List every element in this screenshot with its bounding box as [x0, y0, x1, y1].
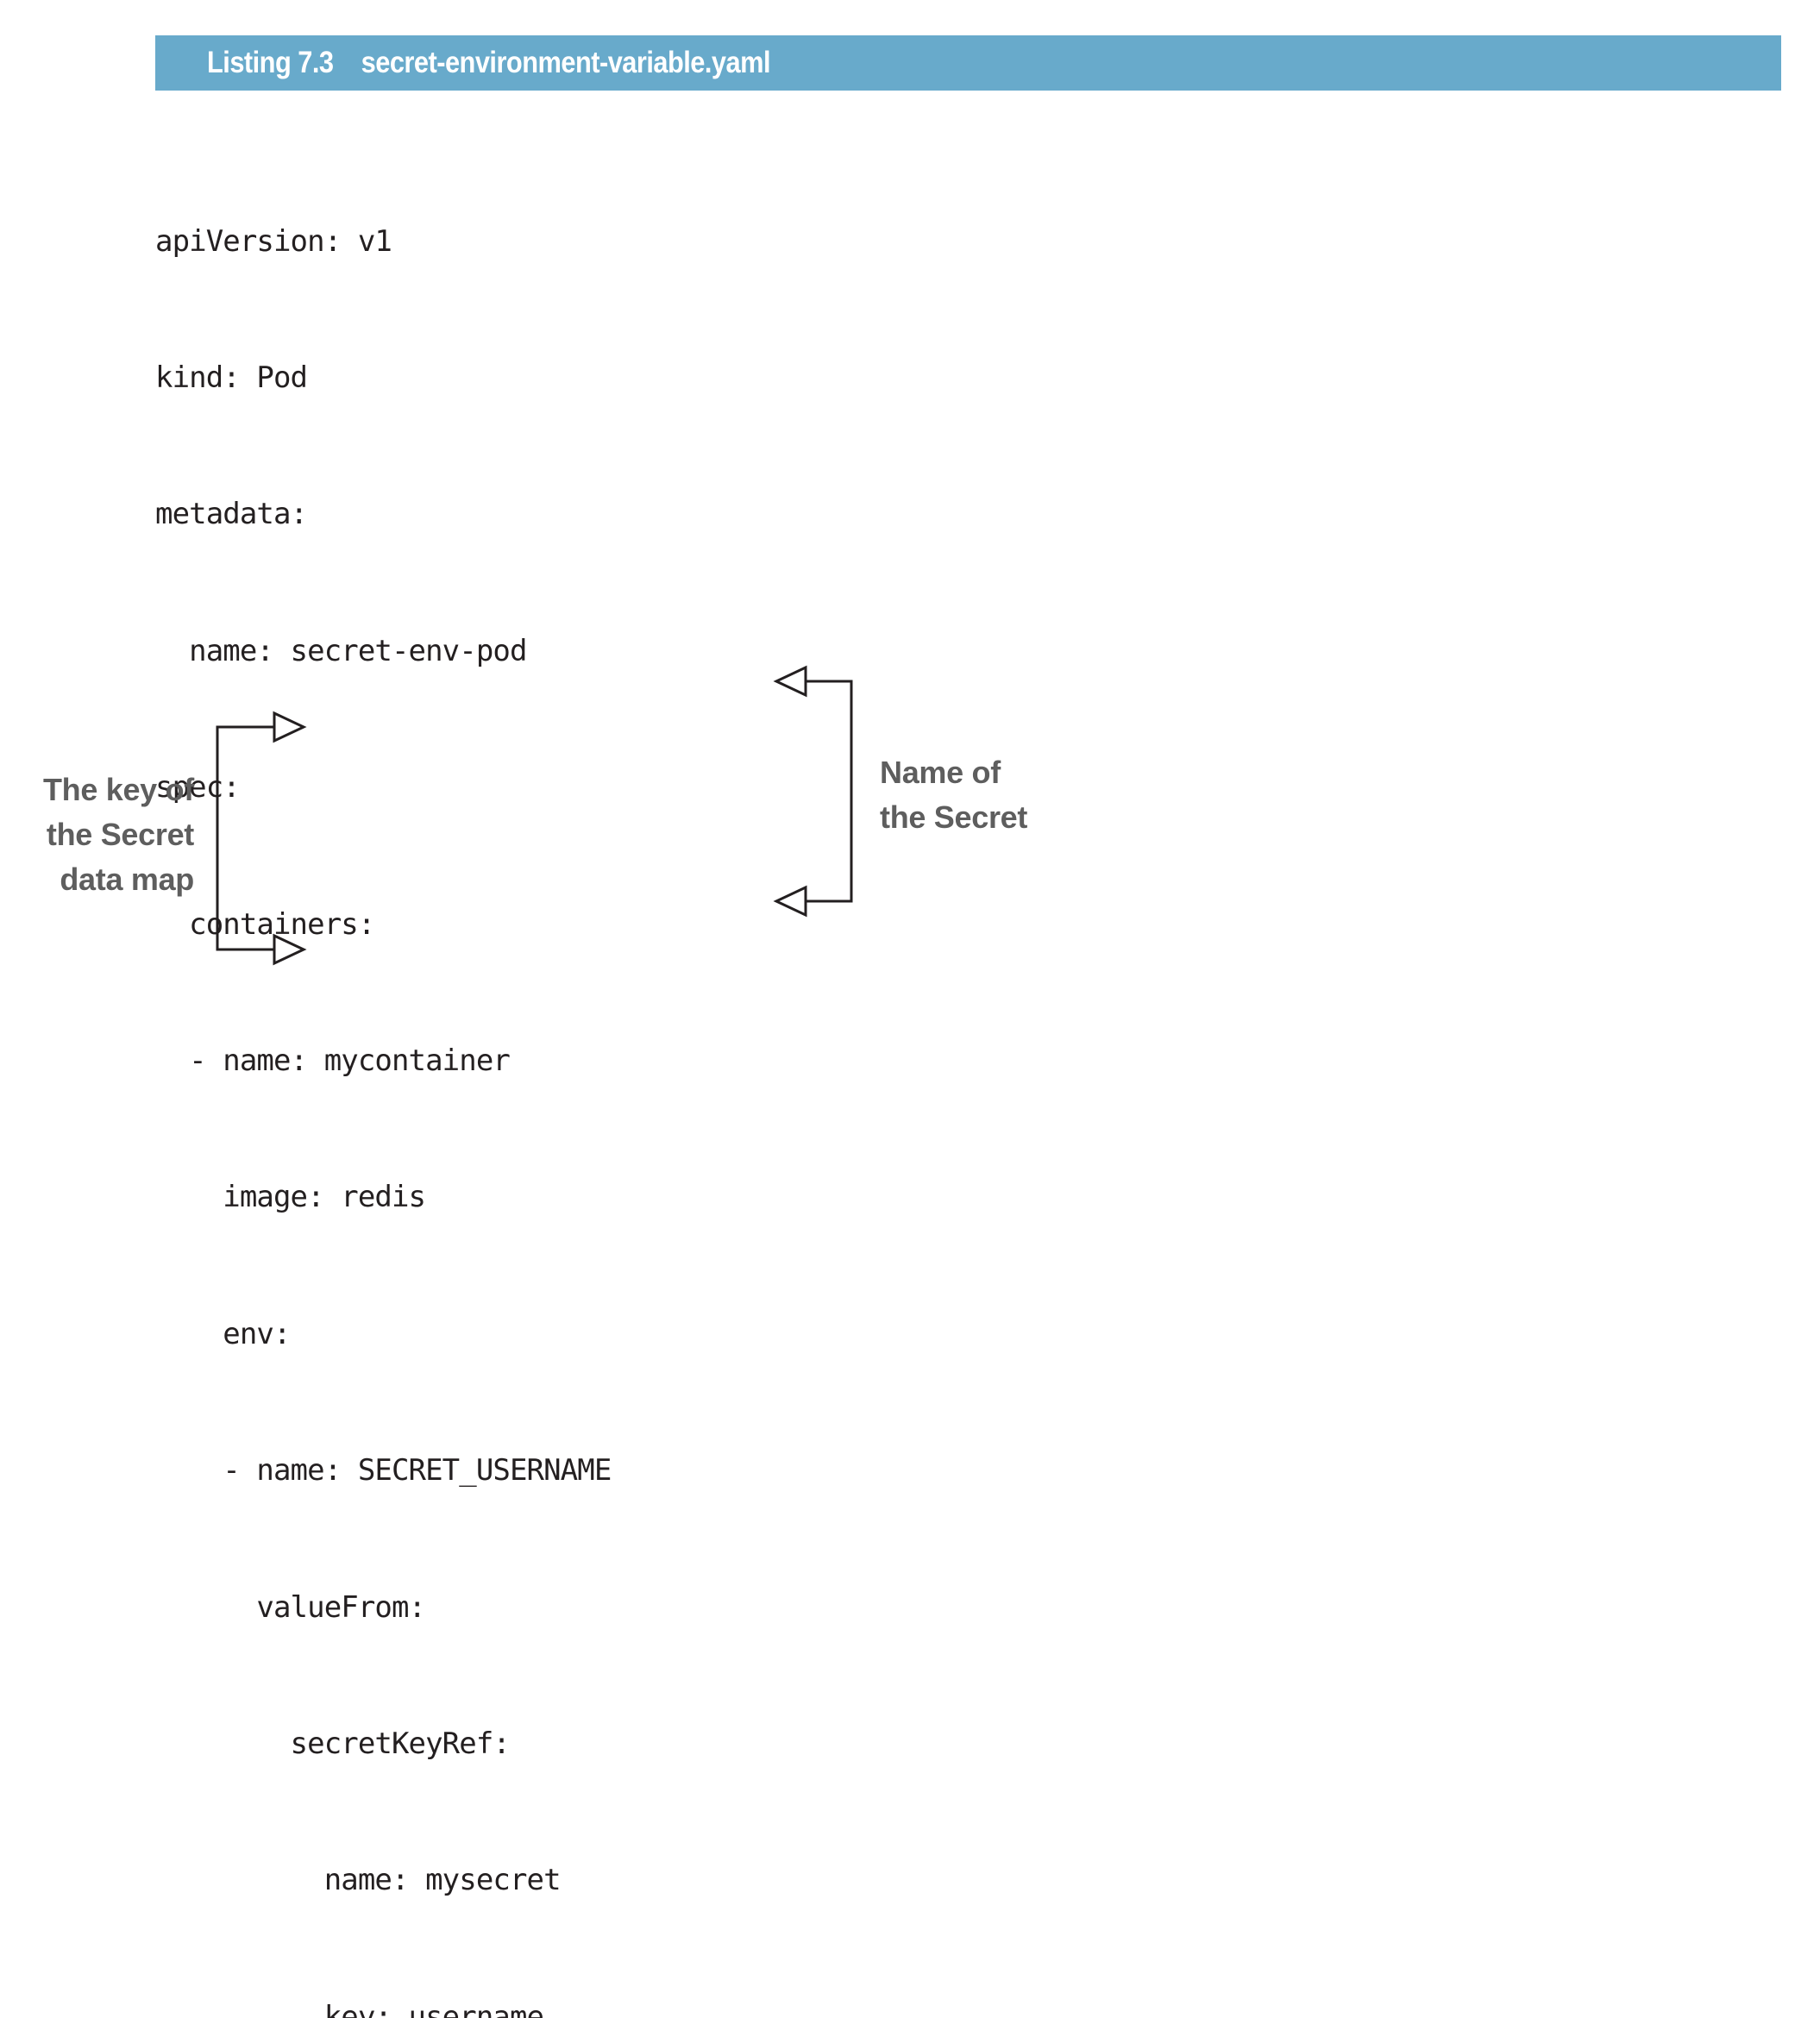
callout-left-line: data map	[60, 862, 194, 897]
code-line: apiVersion: v1	[155, 223, 392, 259]
callout-left-line: The key of	[42, 772, 194, 807]
listing-title-text: Listing 7.3 secret-environment-variable.…	[207, 46, 771, 79]
code-line: name: secret-env-pod	[155, 633, 527, 668]
right-arrowhead-name-top-icon	[773, 665, 807, 698]
listing-title-bar: Listing 7.3 secret-environment-variable.…	[155, 35, 1781, 91]
callout-left-label: The key of the Secret data map	[17, 768, 194, 902]
code-line: metadata:	[155, 497, 308, 532]
right-connector	[804, 680, 853, 903]
right-connector-path	[804, 680, 853, 903]
code-line: spec:	[155, 770, 241, 805]
code-line: kind: Pod	[155, 360, 308, 395]
code-line: key: username	[155, 1999, 544, 2018]
code-line: image: redis	[155, 1180, 426, 1215]
callout-right-line: the Secret	[880, 799, 1028, 835]
callout-left-line: the Secret	[46, 817, 194, 852]
code-line: valueFrom:	[155, 1589, 426, 1625]
code-line: secretKeyRef:	[155, 1726, 511, 1761]
right-arrowhead-name-bottom-icon	[773, 885, 807, 918]
code-line: name: mysecret	[155, 1863, 562, 1898]
code-line: env:	[155, 1316, 291, 1351]
code-line: containers:	[155, 906, 375, 942]
callout-right-line: Name of	[880, 755, 1001, 790]
listing-figure: Listing 7.3 secret-environment-variable.…	[17, 35, 1781, 2018]
callout-right-label: Name of the Secret	[880, 750, 1139, 840]
yaml-code-block: apiVersion: v1 kind: Pod metadata: name:…	[155, 128, 612, 2018]
code-line: - name: mycontainer	[155, 1043, 511, 1078]
code-line: - name: SECRET_USERNAME	[155, 1453, 612, 1488]
